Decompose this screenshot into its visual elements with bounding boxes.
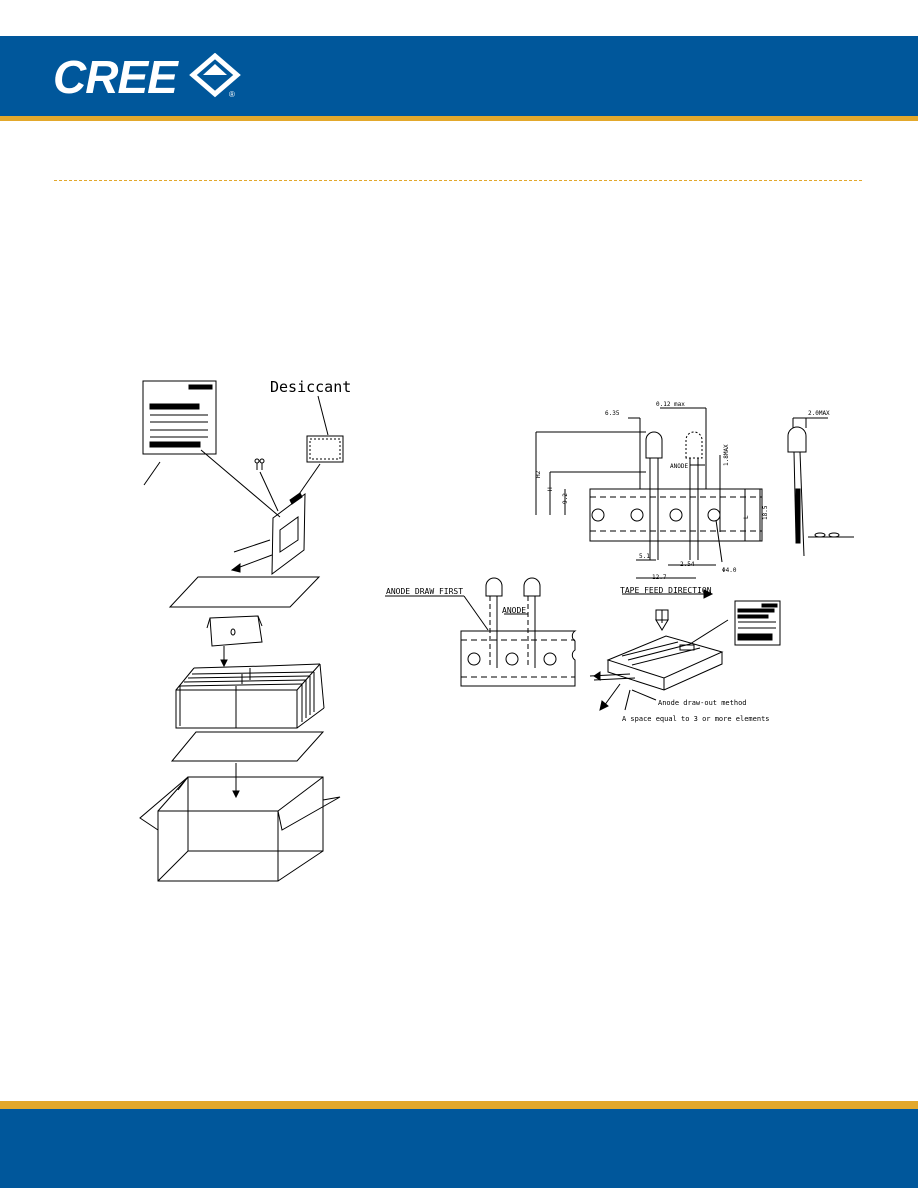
desiccant-label: Desiccant <box>270 378 351 396</box>
dim-5-1: 5.1 <box>639 553 650 560</box>
packing-diagram <box>139 380 344 882</box>
logo-wordmark: CREE <box>53 53 179 99</box>
anode-label: ANODE <box>502 606 526 615</box>
dim-l: L <box>743 515 750 519</box>
header-band <box>0 36 918 116</box>
footer-band <box>0 1109 918 1188</box>
dim-12-7: 12.7 <box>652 574 667 581</box>
dim-6-35: 6.35 <box>605 410 620 417</box>
tape-dimension-diagram <box>535 407 854 579</box>
anode-draw-first-label: ANODE DRAW FIRST <box>386 587 463 596</box>
svg-text:®: ® <box>229 90 235 99</box>
anode-draw-out-method-label: Anode draw-out method <box>658 699 747 707</box>
label-card <box>142 380 217 455</box>
tape-feed-direction-label: TAPE FEED DIRECTION <box>620 586 712 595</box>
dim-18-5: 18.5 <box>762 505 769 520</box>
packing-tray <box>175 663 325 729</box>
dim-h: H <box>547 487 554 491</box>
anode-draw-first-diagram <box>385 577 577 687</box>
space-note-label: A space equal to 3 or more elements <box>622 715 770 723</box>
anode-small-label: ANODE <box>670 463 688 470</box>
dim-phi-4-0: Φ4.0 <box>722 567 737 574</box>
bottom-sheet <box>170 731 325 762</box>
reel-box-diagram <box>589 589 781 711</box>
dim-2-54: 2.54 <box>680 561 695 568</box>
inner-pack <box>209 615 263 647</box>
dim-9-2: 9.2 <box>562 493 569 504</box>
cree-logo: CREE ® <box>53 53 241 99</box>
dim-0-12-max: 0.12 max <box>656 401 685 408</box>
logo-diamond-icon <box>189 53 241 98</box>
footer-accent-stripe <box>0 1101 918 1109</box>
dim-h2: H2 <box>535 470 542 478</box>
top-sheet <box>168 576 321 608</box>
barrier-bag <box>271 492 306 576</box>
desiccant-pack <box>306 435 344 463</box>
section-divider <box>54 180 862 181</box>
dim-1-8-max: 1.8MAX <box>723 444 730 466</box>
carton-box <box>139 776 341 882</box>
dim-2-0-max: 2.0MAX <box>808 410 830 417</box>
header-accent-stripe <box>0 116 918 121</box>
